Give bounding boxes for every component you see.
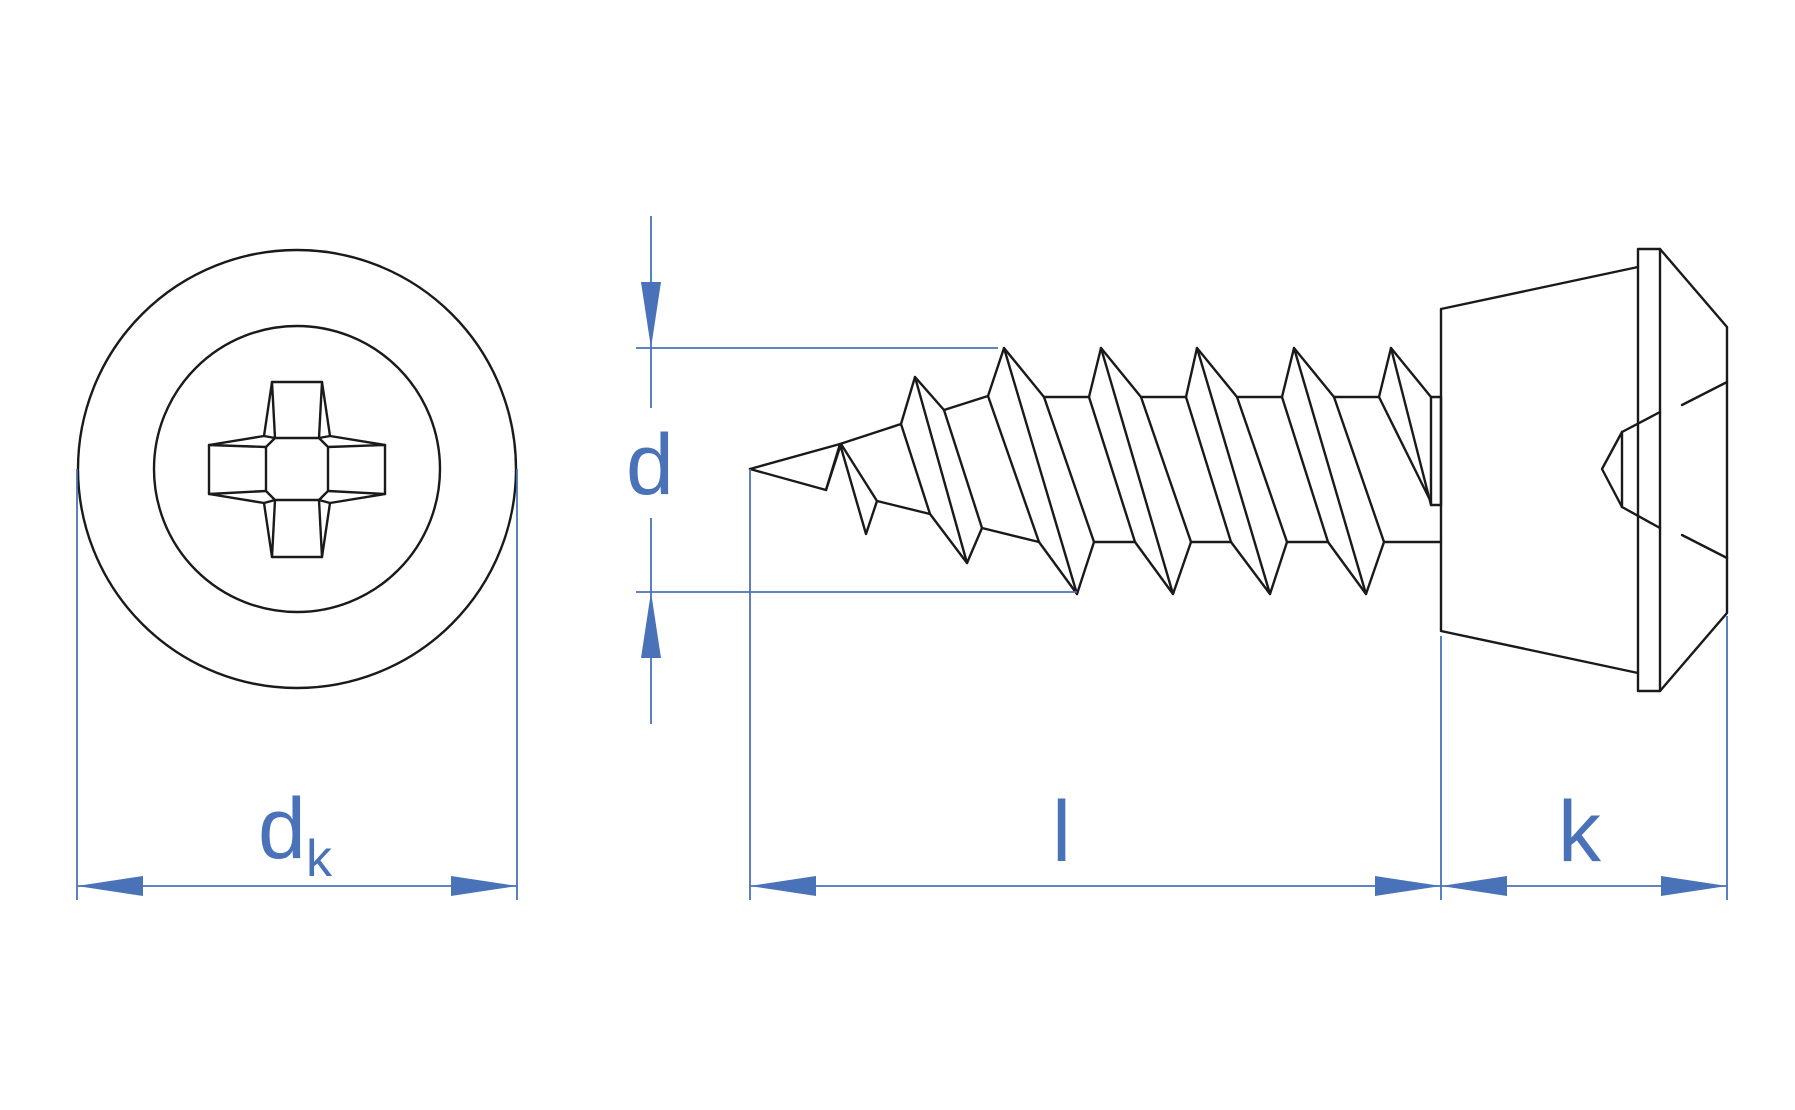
head-height-dimension: k xyxy=(1441,616,1728,900)
head-body xyxy=(1439,265,1640,675)
k-arrow-left xyxy=(1441,876,1507,896)
recess-tip xyxy=(1600,430,1624,509)
screw-head xyxy=(1439,247,1729,693)
thread-diameter-dimension: d xyxy=(626,216,1077,724)
cross-recess-icon xyxy=(207,380,387,559)
d-arrow-bottom xyxy=(641,592,661,658)
shank-ledge xyxy=(1429,395,1443,507)
d-arrow-top xyxy=(641,282,661,348)
l-arrow-left xyxy=(750,876,816,896)
recess-line-upper xyxy=(1620,380,1729,434)
k-arrow-right xyxy=(1661,876,1727,896)
dk-arrow-left xyxy=(77,876,143,896)
dk-label-subscript: k xyxy=(306,830,333,888)
head-inner-circle xyxy=(152,324,442,614)
recess-line-lower xyxy=(1620,505,1729,560)
head-front-view xyxy=(76,248,518,690)
l-label: l xyxy=(1052,784,1071,880)
thread-profile xyxy=(748,346,1443,596)
screw-side-view xyxy=(748,247,1729,693)
k-label: k xyxy=(1558,784,1602,880)
head-diameter-dimension: d k xyxy=(76,469,518,900)
head-face xyxy=(1658,247,1729,693)
head-outer-circle xyxy=(76,248,518,690)
d-label: d xyxy=(626,417,674,513)
head-rim xyxy=(1636,247,1662,693)
l-arrow-right xyxy=(1375,876,1441,896)
dk-arrow-right xyxy=(451,876,517,896)
length-dimension: l xyxy=(749,469,1442,900)
dk-label: d xyxy=(258,781,306,877)
